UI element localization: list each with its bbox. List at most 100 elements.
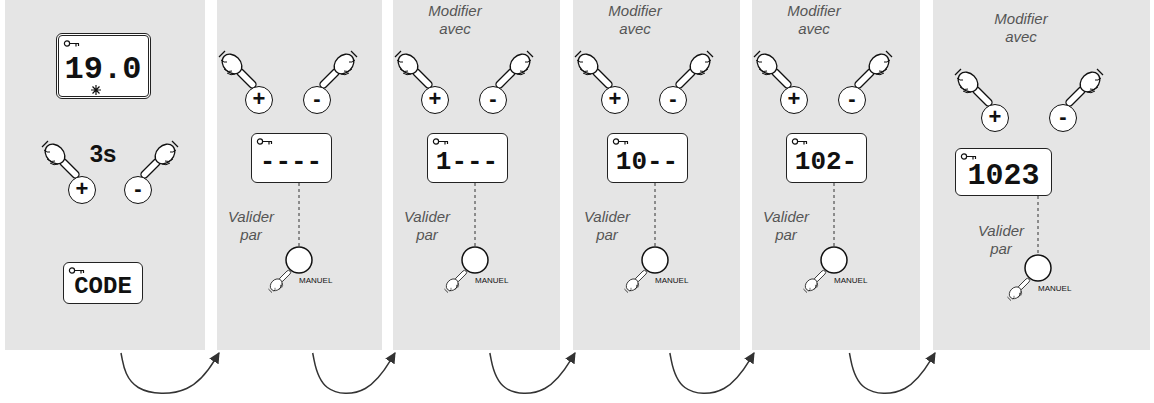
key-icon	[63, 39, 81, 48]
instruction-text: Modifier avec	[595, 2, 675, 38]
instruction-text: Valider par	[397, 208, 457, 244]
button-sign: +	[429, 88, 442, 110]
step-panel: + - 102- MANUEL Modifier avecValider par	[752, 0, 920, 350]
lcd-reading: ----	[260, 149, 322, 175]
pressing-hand	[268, 270, 292, 294]
step-panel: + - 1023MANUEL Modifier avecValider par	[933, 0, 1150, 350]
step-panel: + - 1--- MANUEL Modifier avecValider par	[393, 0, 560, 350]
pressing-hand	[41, 140, 80, 179]
lcd-display: ----	[251, 133, 332, 183]
panel-ground	[393, 0, 560, 350]
button-sign: +	[989, 106, 1002, 128]
pressing-hand	[394, 50, 433, 89]
button-label: MANUEL	[475, 276, 508, 285]
lcd-reading: 19.0	[65, 54, 142, 86]
button-sign: -	[313, 88, 320, 110]
push-button: -	[1049, 104, 1077, 132]
button-sign: +	[253, 88, 266, 110]
pressing-hand	[1007, 278, 1031, 302]
button-sign: -	[1059, 106, 1066, 128]
push-button: +	[601, 86, 629, 114]
button-label: MANUEL	[1038, 284, 1071, 293]
panel-ground	[217, 0, 382, 350]
button-label: MANUEL	[655, 276, 688, 285]
dashed-leader	[299, 183, 300, 246]
button-outline	[259, 246, 339, 294]
lcd-display: 102-	[786, 133, 867, 183]
button-sign: +	[788, 88, 801, 110]
panel-ground	[5, 0, 205, 350]
key-icon	[68, 266, 86, 275]
push-button: -	[838, 86, 866, 114]
instruction-text: Valider par	[756, 208, 816, 244]
pressing-hand	[675, 50, 714, 89]
manual-button: MANUEL	[998, 254, 1078, 302]
key-icon	[791, 137, 809, 146]
instruction-text: Modifier avec	[415, 2, 495, 38]
button-outline	[615, 246, 695, 294]
lcd-display: CODE	[63, 262, 143, 304]
pressing-hand	[574, 50, 613, 89]
button-label: MANUEL	[834, 276, 867, 285]
step-arrow	[670, 353, 754, 393]
push-button: -	[124, 176, 152, 204]
dashed-leader	[834, 183, 835, 246]
button-sign: -	[134, 178, 141, 200]
step-arrow	[490, 353, 575, 393]
push-button: -	[479, 86, 507, 114]
pressing-hand	[1065, 68, 1104, 107]
step-arrow	[849, 353, 935, 393]
panel-ground	[933, 0, 1150, 350]
push-button: +	[68, 176, 96, 204]
step-arrow	[313, 353, 395, 393]
lcd-display: 10--	[607, 133, 688, 183]
push-button: +	[245, 86, 273, 114]
button-outline	[998, 254, 1078, 302]
pressing-hand	[218, 50, 257, 89]
dashed-leader	[475, 183, 476, 246]
instruction-text: Valider par	[577, 208, 637, 244]
pressing-hand	[319, 50, 358, 89]
manual-button: MANUEL	[615, 246, 695, 294]
manual-button: MANUEL	[794, 246, 874, 294]
dashed-leader	[655, 183, 656, 246]
pressing-hand	[753, 50, 792, 89]
instruction-text: Modifier avec	[774, 2, 854, 38]
button-sign: -	[669, 88, 676, 110]
pressing-hand	[854, 50, 893, 89]
button-outline	[435, 246, 515, 294]
lcd-reading: 10--	[616, 149, 678, 175]
push-button: +	[421, 86, 449, 114]
dashed-leader	[1038, 196, 1039, 254]
key-icon	[256, 137, 274, 146]
instruction-text: Modifier avec	[981, 10, 1061, 46]
button-outline	[794, 246, 874, 294]
push-button: +	[780, 86, 808, 114]
button-sign: +	[76, 178, 89, 200]
lcd-display: 1---	[427, 133, 508, 183]
key-icon	[612, 137, 630, 146]
manual-button: MANUEL	[435, 246, 515, 294]
step-panel: +-----MANUELValider par	[217, 0, 382, 350]
instruction-text: Valider par	[971, 222, 1031, 258]
pressing-hand	[624, 270, 648, 294]
step-panel: 19.0 + - CODE 3s	[5, 0, 205, 350]
pressing-hand	[954, 68, 993, 107]
push-button: -	[303, 86, 331, 114]
lcd-reading: 1023	[967, 161, 1039, 191]
duration-label: 3s	[73, 140, 133, 168]
lcd-reading: CODE	[74, 275, 132, 299]
manual-button: MANUEL	[259, 246, 339, 294]
button-sign: +	[609, 88, 622, 110]
key-icon	[432, 137, 450, 146]
button-label: MANUEL	[299, 276, 332, 285]
button-sign: -	[489, 88, 496, 110]
panel-ground	[752, 0, 920, 350]
pressing-hand	[495, 50, 534, 89]
step-arrow	[121, 353, 219, 393]
lcd-display: 19.0	[56, 33, 151, 99]
pressing-hand	[803, 270, 827, 294]
instruction-text: Valider par	[221, 208, 281, 244]
